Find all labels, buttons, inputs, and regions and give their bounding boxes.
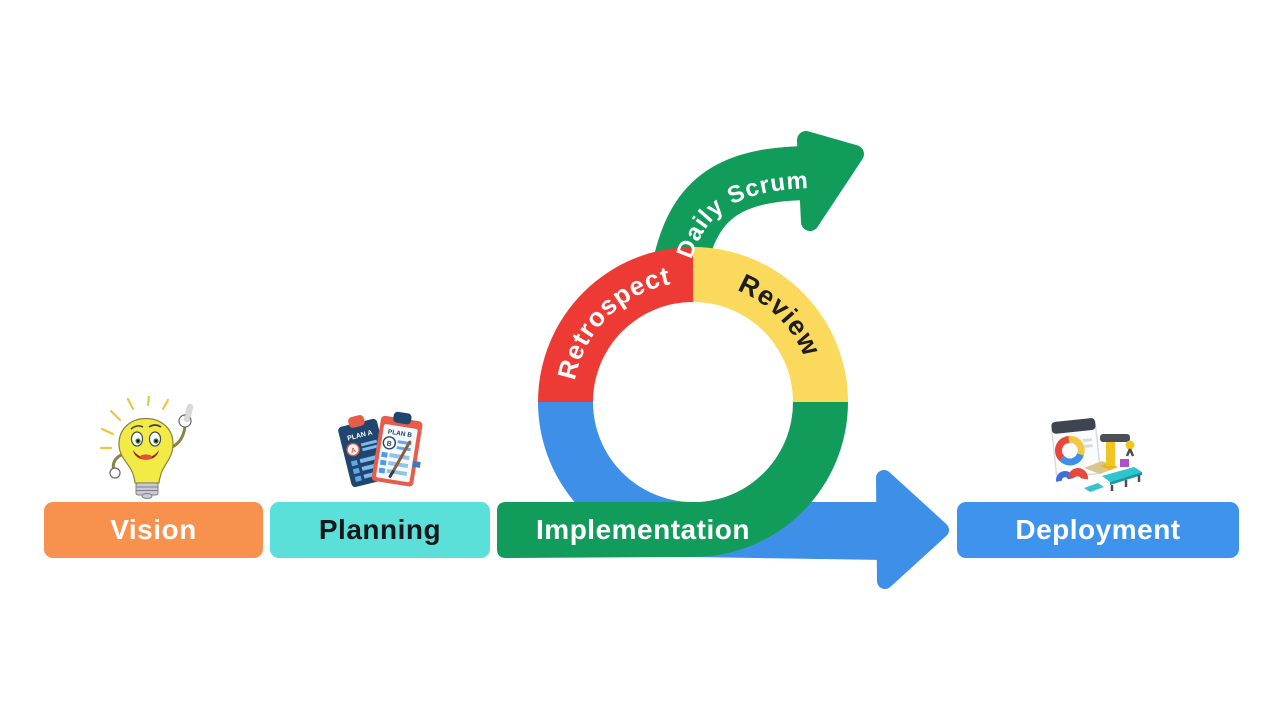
stage-bar-planning: Planning bbox=[270, 502, 490, 558]
stage-label-planning: Planning bbox=[318, 514, 442, 545]
arch-shapes bbox=[1056, 468, 1104, 492]
daily-scrum-band bbox=[654, 145, 817, 267]
conveyor-belt bbox=[1102, 459, 1142, 491]
stage-label-implementation: Implementation bbox=[536, 514, 750, 545]
lightbulb-idea-icon bbox=[100, 396, 194, 499]
robot-arm bbox=[1100, 434, 1135, 470]
implementation-arrowhead-icon bbox=[876, 470, 949, 589]
pencil-icon bbox=[391, 440, 412, 474]
plan-b-badge: B bbox=[386, 440, 392, 448]
stage-bar-deployment: Deployment bbox=[957, 502, 1239, 558]
implementation-bar-and-green-segment bbox=[497, 402, 848, 558]
review-segment bbox=[693, 247, 848, 402]
plan-b-title: PLAN B bbox=[387, 429, 412, 440]
stage-label-deployment: Deployment bbox=[1015, 514, 1181, 545]
light-rays bbox=[100, 396, 170, 450]
stage-bar-implementation: Implementation bbox=[497, 502, 789, 558]
plan-b-clipboard: PLAN B B bbox=[371, 411, 423, 487]
stage-bar-vision: Vision bbox=[44, 502, 263, 558]
deployment-automation-icon bbox=[1051, 418, 1142, 492]
plan-a-badge: A bbox=[350, 447, 357, 455]
plan-clipboards-icon: PLAN A A PLAN B B bbox=[338, 411, 423, 488]
analytics-screen bbox=[1051, 418, 1101, 479]
stage-label-vision: Vision bbox=[110, 514, 197, 545]
retrospect-segment bbox=[538, 247, 693, 402]
daily-scrum-arrowhead-icon bbox=[797, 131, 864, 231]
